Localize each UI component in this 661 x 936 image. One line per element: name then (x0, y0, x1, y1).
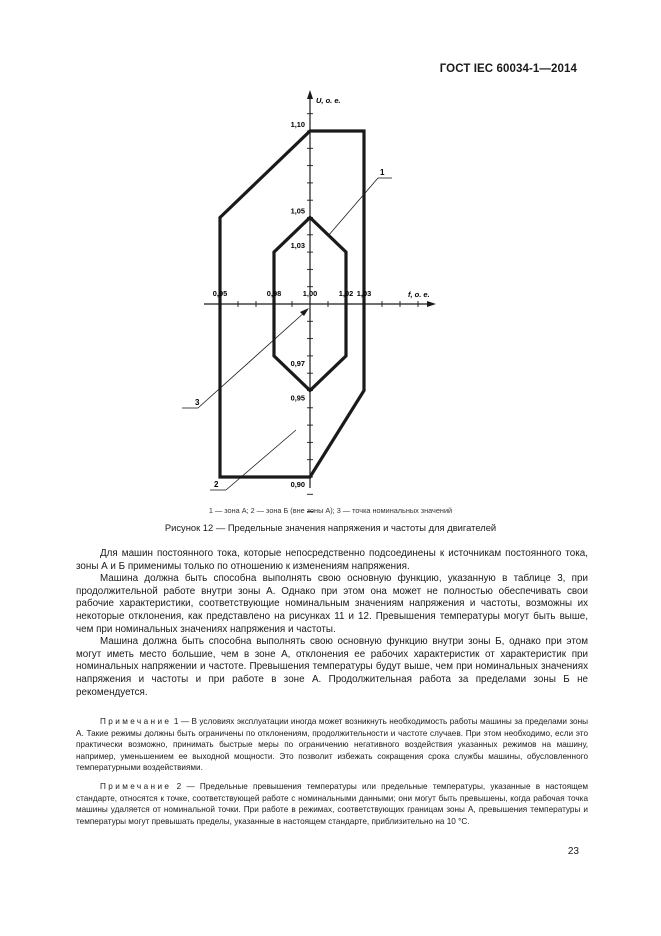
voltage-frequency-diagram: 0,95 0,98 1,00 1,02 1,03 1,10 1,05 1,03 0,97 0,95… (182, 90, 436, 513)
x-tick-label: 1,03 (357, 289, 371, 298)
x-axis-arrow (427, 301, 436, 307)
callout-1-label: 1 (380, 168, 385, 177)
notes: Примечание 1 — В условиях эксплуатации и… (76, 716, 588, 834)
figure-caption: Рисунок 12 — Предельные значения напряже… (164, 522, 497, 533)
x-tick-label: 1,00 (303, 289, 317, 298)
x-tick-label: 0,95 (213, 289, 227, 298)
paragraph-zone-b: Машина должна быть способна выполнять св… (76, 636, 588, 698)
tick-labels: 0,95 0,98 1,00 1,02 1,03 1,10 1,05 1,03 0,97 0,95… (213, 120, 371, 489)
callout-3-label: 3 (195, 398, 200, 407)
callout-2-label: 2 (214, 480, 219, 489)
y-axis-label: U, о. е. (316, 96, 341, 105)
y-tick-label: 0,97 (291, 359, 305, 368)
callout-3-leader (197, 310, 307, 409)
zone-a-boundary (272, 215, 348, 393)
note-2-text: 2 — Предельные превышения температуры ил… (76, 781, 588, 826)
figure-legend: 1 — зона А; 2 — зона Б (вне зоны А); 3 —… (208, 506, 453, 515)
y-tick-label: 0,90 (291, 480, 305, 489)
note-2-label: Примечание (100, 781, 172, 791)
y-axis-arrow (307, 90, 313, 99)
x-tick-label: 0,98 (267, 289, 281, 298)
x-tick-label: 1,02 (339, 289, 353, 298)
note-1: Примечание 1 — В условиях эксплуатации и… (76, 716, 588, 774)
standard-header: ГОСТ IEC 60034-1—2014 (439, 63, 577, 75)
note-1-text: 1 — В условиях эксплуатации иногда может… (76, 717, 588, 773)
paragraph-zone-a: Машина должна быть способна выполнять св… (76, 573, 588, 635)
callout-1-leader (327, 177, 379, 237)
axis-ticks (219, 113, 419, 513)
y-tick-label: 1,10 (291, 120, 305, 129)
y-tick-label: 1,03 (291, 241, 305, 250)
body-text: Для машин постоянного тока, которые непо… (76, 548, 588, 699)
y-tick-label: 1,05 (291, 207, 305, 216)
y-tick-label: 0,95 (291, 394, 305, 403)
zone-b-boundary (218, 129, 366, 479)
note-1-label: Примечание (100, 717, 172, 726)
x-axis-label: f, о. е. (408, 290, 430, 299)
note-2: Примечание 2 — Предельные превышения тем… (76, 781, 588, 827)
callout-3-arrowhead (300, 308, 309, 316)
paragraph-dc-machines: Для машин постоянного тока, которые непо… (76, 548, 588, 572)
axes (204, 90, 436, 488)
page-number: 23 (567, 846, 579, 857)
callout-2-leader (225, 429, 297, 491)
